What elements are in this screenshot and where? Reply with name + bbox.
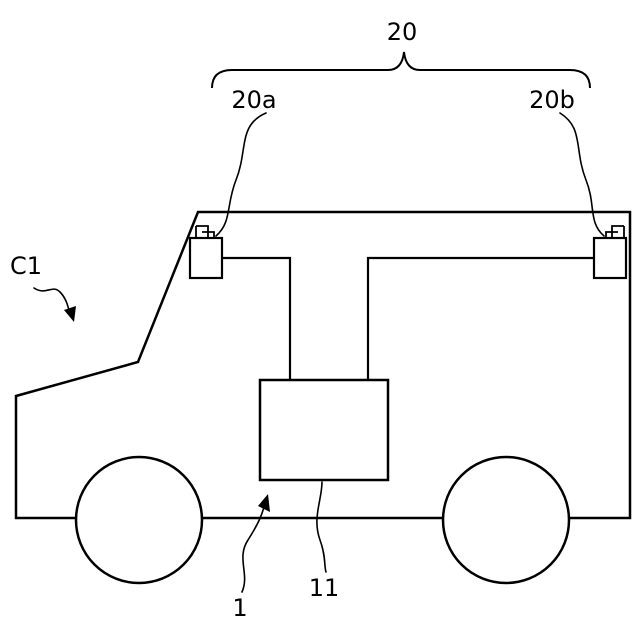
leader-11 <box>317 482 326 572</box>
label-control-unit: 11 <box>309 574 340 602</box>
label-camera-front: 20a <box>231 86 276 114</box>
leader-20b <box>560 113 604 236</box>
rear-camera-cable <box>368 258 594 380</box>
leader-1 <box>242 500 266 592</box>
rear-wheel <box>443 457 569 583</box>
label-device: 1 <box>232 594 247 622</box>
label-system: 20 <box>387 18 418 46</box>
rear-camera <box>594 226 626 278</box>
label-vehicle: C1 <box>10 252 42 280</box>
control-unit-box <box>260 380 388 480</box>
label-camera-rear: 20b <box>529 86 575 114</box>
leader-c1-arrowhead <box>64 306 76 322</box>
leader-20a <box>216 113 266 236</box>
front-camera-cable <box>222 258 290 380</box>
system-brace <box>212 52 590 88</box>
front-wheel <box>76 457 202 583</box>
